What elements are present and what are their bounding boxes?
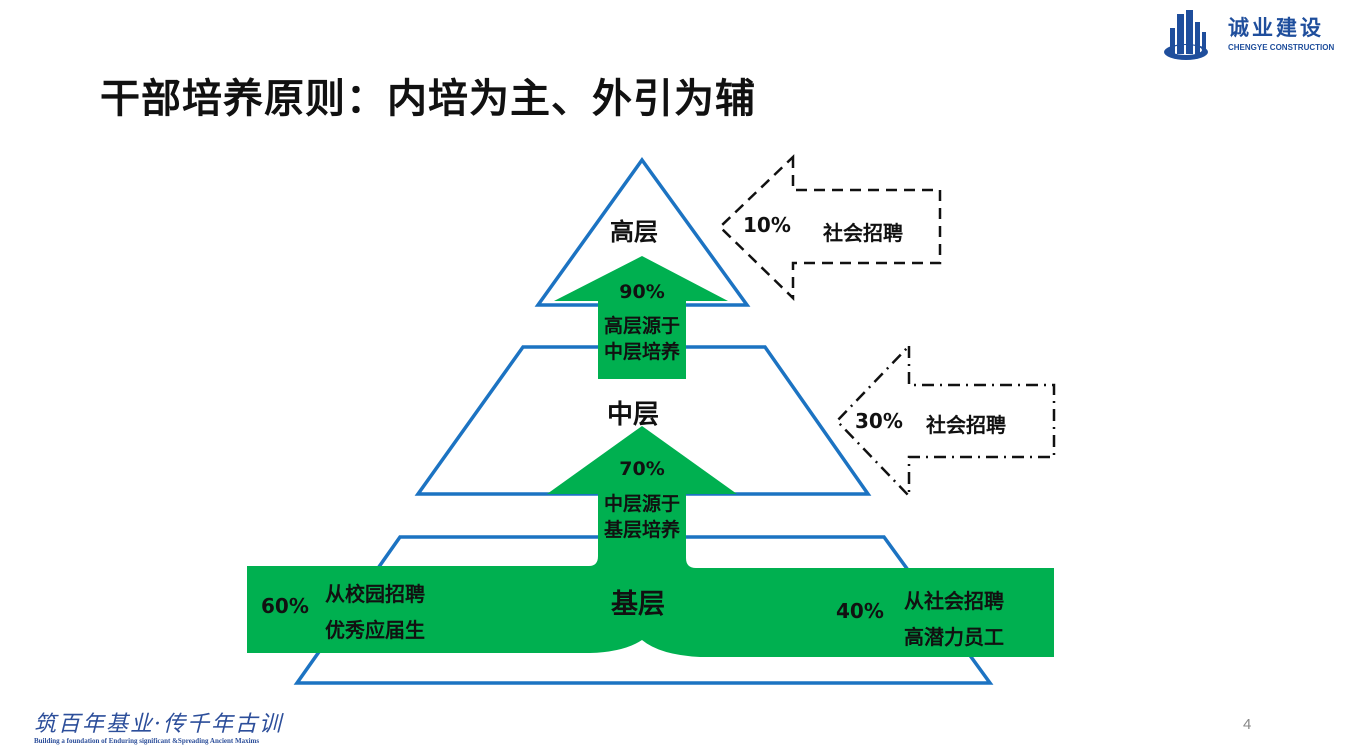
footer-motto-en: Building a foundation of Enduring signif… <box>34 737 260 745</box>
page-number: 4 <box>1243 716 1252 733</box>
base-right-line2: 高潜力员工 <box>904 625 1004 649</box>
middle-tier-label: 中层 <box>607 400 660 430</box>
top-external-percent: 10% <box>743 213 791 237</box>
logo-name-en: CHENGYE CONSTRUCTION <box>1228 43 1335 52</box>
middle-external-percent: 30% <box>855 409 903 433</box>
middle-internal-line2: 基层培养 <box>603 519 680 541</box>
page-title: 干部培养原则：内培为主、外引为辅 <box>100 75 756 122</box>
base-right-line1: 从社会招聘 <box>904 589 1004 613</box>
top-internal-line2: 中层培养 <box>603 341 680 363</box>
middle-internal-percent: 70% <box>619 458 665 480</box>
footer-motto-cn: 筑百年基业·传千年古训 <box>34 712 283 737</box>
top-internal-percent: 90% <box>619 281 665 303</box>
top-tier-label: 高层 <box>610 218 658 246</box>
base-left-percent: 60% <box>261 594 309 618</box>
middle-internal-arrow <box>547 426 737 540</box>
middle-internal-line1: 中层源于 <box>603 493 680 515</box>
building-towers-icon <box>1164 10 1208 60</box>
base-recruit-band <box>247 530 1054 657</box>
base-left-line1: 从校园招聘 <box>325 582 425 606</box>
logo-name-cn: 诚业建设 <box>1228 15 1324 40</box>
base-right-percent: 40% <box>836 599 884 623</box>
top-internal-line1: 高层源于 <box>603 315 680 337</box>
top-external-label: 社会招聘 <box>823 221 903 245</box>
base-tier-label: 基层 <box>611 589 665 620</box>
company-logo: 诚业建设 CHENGYE CONSTRUCTION <box>1162 6 1342 62</box>
middle-external-arrow <box>835 342 1056 500</box>
top-internal-arrow <box>554 256 728 379</box>
middle-external-label: 社会招聘 <box>926 413 1006 437</box>
top-external-arrow <box>718 154 942 301</box>
base-left-line2: 优秀应届生 <box>325 618 425 642</box>
